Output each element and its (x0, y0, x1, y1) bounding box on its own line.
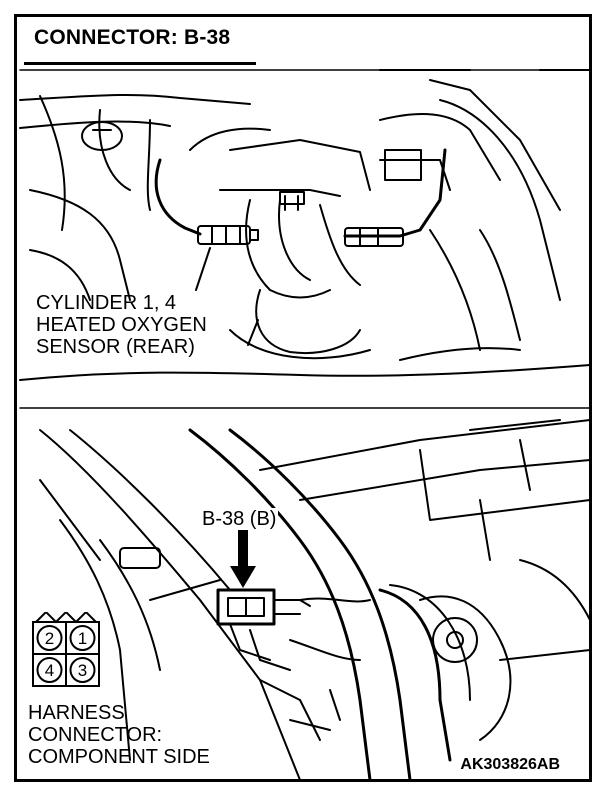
figure-code: AK303826AB (460, 756, 560, 773)
upper-engine-view (19, 69, 591, 381)
harness-label-line-2: CONNECTOR: (28, 724, 163, 746)
harness-label-line-1: HARNESS (28, 702, 125, 724)
harness-label: HARNESS CONNECTOR: COMPONENT SIDE (28, 702, 210, 768)
connector-key (35, 612, 97, 624)
pin-2: 2 (45, 629, 54, 648)
diagram-frame (14, 14, 592, 782)
pin-4: 4 (45, 661, 54, 680)
title-underline (24, 62, 256, 65)
harness-label-line-3: COMPONENT SIDE (28, 746, 210, 768)
page-title: CONNECTOR: B-38 (34, 26, 231, 49)
sensor-label-line-1: CYLINDER 1, 4 (36, 292, 177, 314)
sensor-label: CYLINDER 1, 4 HEATED OXYGEN SENSOR (REAR… (36, 292, 207, 358)
sensor-label-line-2: HEATED OXYGEN (36, 314, 207, 336)
pin-1: 1 (78, 629, 87, 648)
sensor-label-line-3: SENSOR (REAR) (36, 336, 195, 358)
connector-label: B-38 (B) (200, 508, 279, 530)
pin-3: 3 (78, 661, 87, 680)
lower-engine-view (39, 419, 591, 782)
pin-layout: 2 1 4 3 (32, 612, 100, 687)
connector-arrow (230, 530, 256, 588)
